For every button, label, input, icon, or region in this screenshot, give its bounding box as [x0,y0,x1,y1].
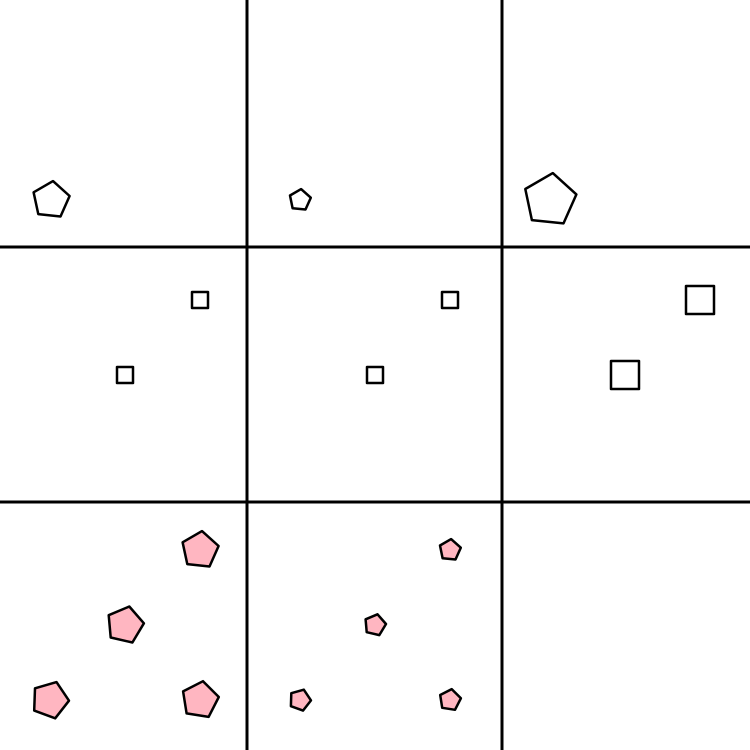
square-shape [115,365,135,385]
pentagon-shape [289,688,313,712]
shapes-layer [32,171,716,720]
pentagon-shape [107,605,146,644]
square-shape [609,359,641,391]
pentagon-shape [32,680,71,720]
square-shape [440,290,460,310]
pentagon-shape [364,613,388,637]
pentagon-shape [438,537,463,561]
square-shape [190,290,210,310]
pentagon-shape [181,529,220,568]
pentagon-shape [438,687,463,712]
square-shape [365,365,385,385]
pentagon-shape [181,679,221,719]
pentagon-shape [524,171,578,225]
pentagon-shape [32,179,71,218]
square-shape [684,284,716,316]
pentagon-shape [288,187,313,211]
